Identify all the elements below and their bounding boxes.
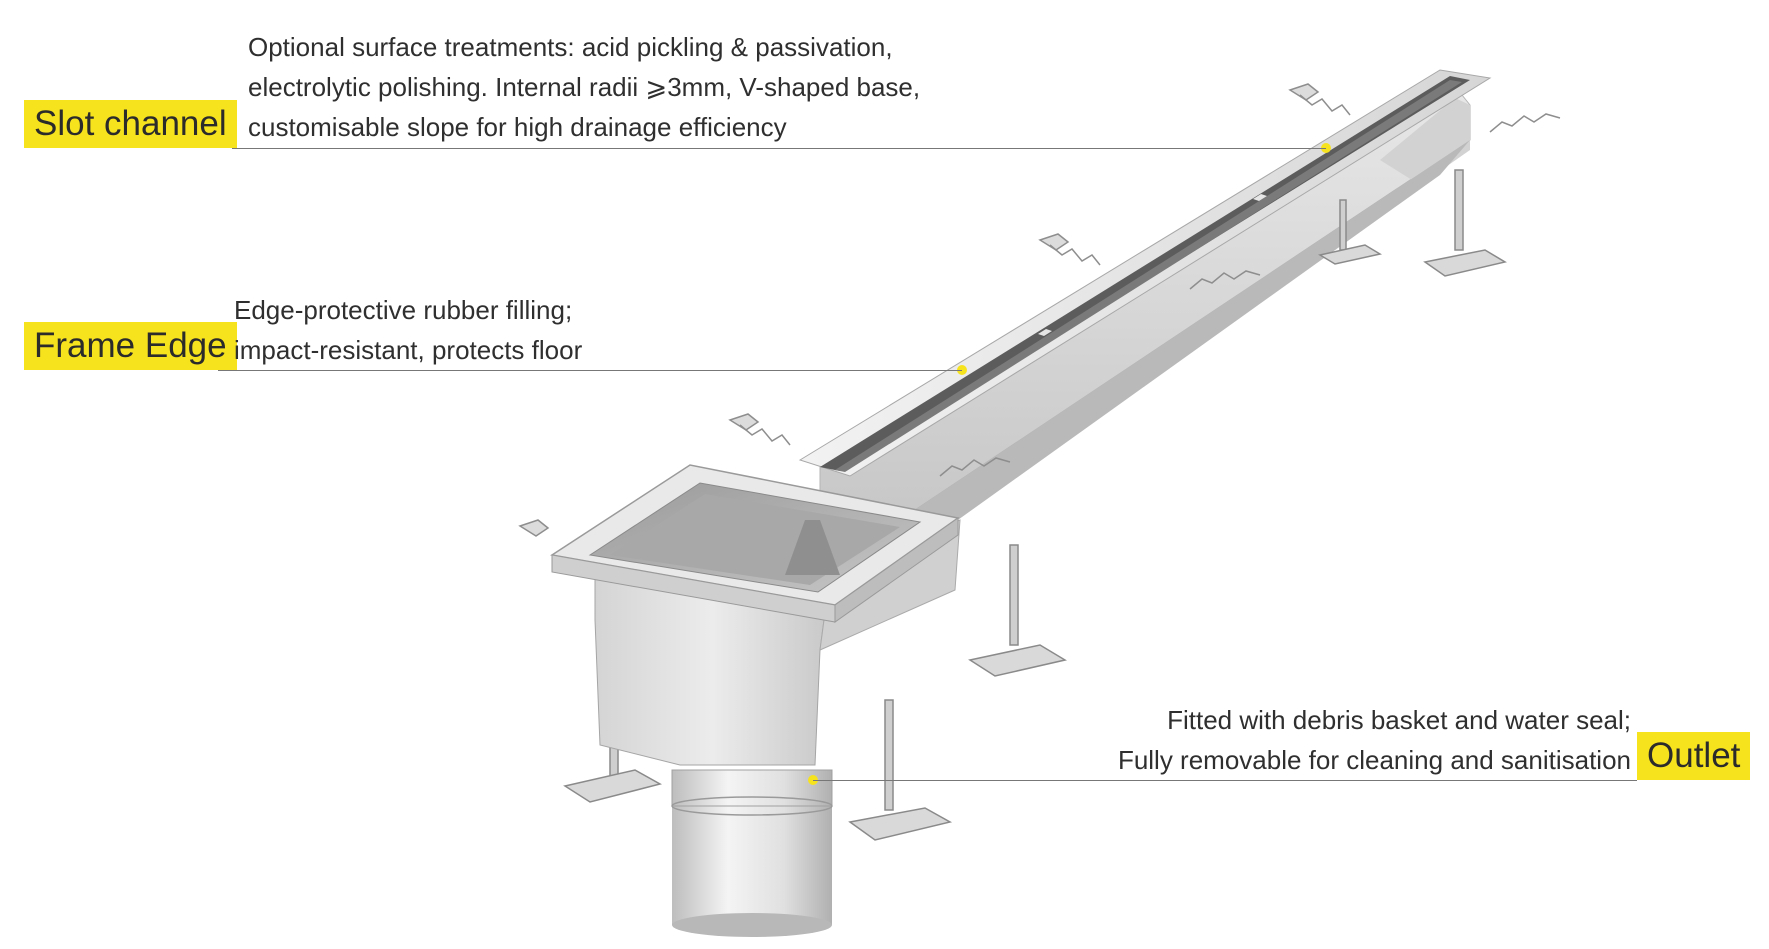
outlet-description: Fitted with debris basket and water seal… (1118, 700, 1631, 780)
description-line: Optional surface treatments: acid pickli… (248, 32, 893, 62)
channel-body (819, 79, 1471, 590)
outlet-label: Outlet (1637, 732, 1751, 780)
description-line: electrolytic polishing. Internal radii ⩾… (248, 72, 921, 102)
adjustable-feet (563, 169, 1507, 841)
slot-channel-dot (1321, 143, 1331, 153)
frame-edge-leader (218, 370, 962, 371)
description-line: Fully removable for cleaning and sanitis… (1117, 745, 1631, 775)
slot-channel-leader (232, 148, 1326, 149)
slot-channel-label: Slot channel (24, 100, 237, 148)
frame-edge-dot (957, 365, 967, 375)
description-line: customisable slope for high drainage eff… (248, 112, 787, 142)
frame-edge-description: Edge-protective rubber filling; impact-r… (234, 290, 582, 370)
frame-edge-top (798, 69, 1492, 477)
callout-dots (808, 143, 1331, 785)
outlet-pipe (671, 769, 833, 937)
slot-channel-description: Optional surface treatments: acid pickli… (248, 27, 920, 147)
outlet-frame (550, 464, 960, 623)
debris-basket (785, 520, 840, 575)
description-line: Edge-protective rubber filling; (234, 295, 573, 325)
description-line: impact-resistant, protects floor (234, 335, 583, 365)
outlet-leader (813, 780, 1637, 781)
frame-edge-label: Frame Edge (24, 322, 237, 370)
description-line: Fitted with debris basket and water seal… (1167, 705, 1631, 735)
